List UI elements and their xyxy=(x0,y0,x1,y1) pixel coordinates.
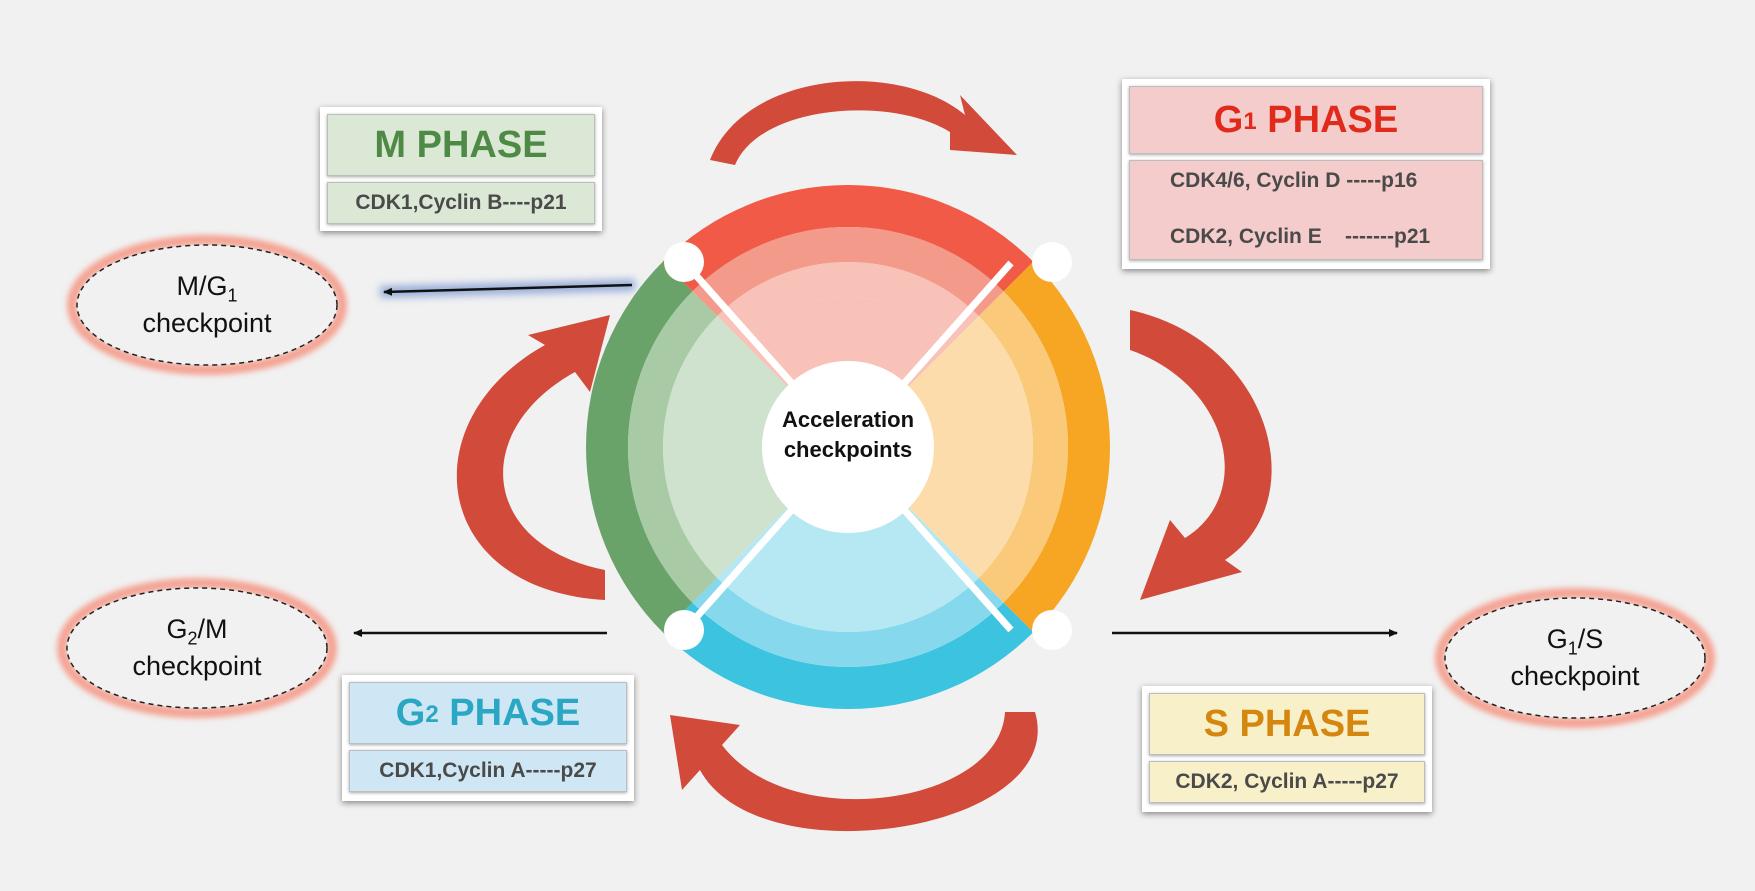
m-ring-band-4 xyxy=(697,340,788,554)
g1s-checkpoint-line1: G1/S xyxy=(1546,623,1604,659)
mg1-checkpoint-label: M/G1 checkpoint xyxy=(77,265,337,345)
g2m-checkpoint-line2: checkpoint xyxy=(132,650,262,681)
m-phase-details: CDK1,Cyclin B----p21 xyxy=(327,182,595,224)
cell-cycle-ring xyxy=(586,185,1110,709)
center-label-line2: checkpoints xyxy=(783,436,913,462)
g1-ring-band-3 xyxy=(717,262,979,341)
g2m-checkpoint-line1: G2/M xyxy=(166,613,228,649)
g1s-checkpoint-label: G1/S checkpoint xyxy=(1445,618,1705,698)
g1-ring-band-4 xyxy=(741,297,955,387)
s-phase-box: S PHASE CDK2, Cyclin A-----p27 xyxy=(1142,686,1432,812)
s-phase-details: CDK2, Cyclin A-----p27 xyxy=(1149,761,1425,803)
g2m-checkpoint-label: G2/M checkpoint xyxy=(67,608,327,688)
s-ring-band-1 xyxy=(1003,261,1110,633)
center-label-line1: Acceleration xyxy=(781,407,915,432)
checkpoint-nodes xyxy=(664,242,1072,650)
cycle-arrows xyxy=(456,81,1272,832)
arrow-top xyxy=(710,81,1017,165)
checkpoint-ellipses xyxy=(57,235,1715,728)
g2-ring-band-4 xyxy=(741,507,955,597)
mg1-checkpoint-line2: checkpoint xyxy=(142,307,272,338)
m-phase-line-1: CDK1,Cyclin B----p21 xyxy=(355,191,567,214)
g2-phase-line-1: CDK1,Cyclin A-----p27 xyxy=(379,759,597,782)
g2-ring-band-3 xyxy=(717,553,979,633)
g2-ring-band-2 xyxy=(692,577,1004,667)
m-ring-band-1 xyxy=(586,261,693,633)
center-circle xyxy=(762,361,934,533)
s-ring-band-4 xyxy=(908,340,999,554)
g1-ring-band-2 xyxy=(692,227,1004,317)
checkpoint-pointers xyxy=(350,279,1400,639)
g1-phase-line-1: CDK4/6, Cyclin D -----p16 xyxy=(1170,169,1418,192)
g2-phase-details: CDK1,Cyclin A-----p27 xyxy=(349,750,627,792)
m-phase-box: M PHASE CDK1,Cyclin B----p21 xyxy=(320,107,602,231)
m-ring-band-3 xyxy=(662,316,742,578)
m-ring-band-2 xyxy=(628,291,718,603)
center-label: Acceleration checkpoints xyxy=(768,405,928,464)
s-phase-line-1: CDK2, Cyclin A-----p27 xyxy=(1175,770,1399,793)
arrow-bottom xyxy=(670,712,1038,832)
g1-ring-band-1 xyxy=(662,185,1034,292)
g1-phase-details: CDK4/6, Cyclin D -----p16 CDK2, Cyclin E… xyxy=(1129,160,1483,260)
arrow-left xyxy=(456,315,610,600)
s-ring-band-2 xyxy=(978,291,1068,603)
g1-phase-line-2: CDK2, Cyclin E -------p21 xyxy=(1170,225,1431,248)
g1s-checkpoint-line2: checkpoint xyxy=(1510,660,1640,691)
mg1-checkpoint-line1: M/G1 xyxy=(176,270,238,306)
arrow-right xyxy=(1130,310,1272,600)
g2-ring-band-1 xyxy=(662,602,1034,709)
m-phase-title: M PHASE xyxy=(327,114,595,176)
s-ring-band-3 xyxy=(954,316,1034,578)
s-phase-title: S PHASE xyxy=(1149,693,1425,755)
